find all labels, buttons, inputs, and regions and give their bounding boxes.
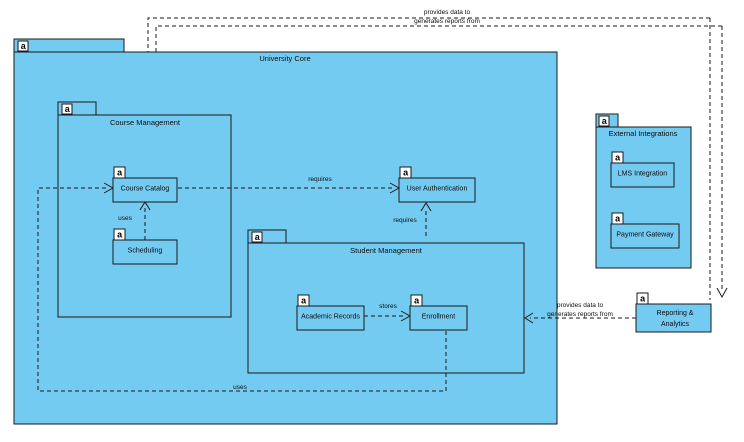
component-user-authentication[interactable]: a User Authentication xyxy=(398,166,476,203)
edge-enrollment-requires-auth: requires xyxy=(393,202,432,236)
component-marker-glyph: a xyxy=(414,296,420,306)
edge-label-provides-data-to: provides data to xyxy=(557,302,604,309)
edge-label-provides-data-to: provides data to xyxy=(424,9,471,16)
component-body-lms-integration xyxy=(610,162,675,188)
package-marker-icon xyxy=(61,103,73,115)
component-body-user-authentication xyxy=(398,177,476,203)
component-label-reporting-analytics-line1: Reporting & xyxy=(657,310,694,317)
package-label-course-management: Course Management xyxy=(110,118,181,127)
package-marker-icon xyxy=(17,40,29,52)
edge-arrowhead-left xyxy=(524,312,534,324)
package-marker-icon xyxy=(251,231,263,243)
component-label-user-authentication: User Authentication xyxy=(407,186,468,193)
package-label-external-integrations: External Integrations xyxy=(609,129,678,138)
component-marker-glyph: a xyxy=(615,214,621,224)
component-marker-icon xyxy=(611,151,624,164)
package-label-student-management: Student Management xyxy=(350,246,423,255)
package-label-university-core: University Core xyxy=(259,54,310,63)
package-student-management[interactable]: a Student Management xyxy=(247,229,525,374)
edge-label-uses: uses xyxy=(233,384,247,391)
component-marker-icon xyxy=(410,294,423,307)
component-marker-glyph: a xyxy=(640,294,646,304)
edge-label-generates-reports-from: generates reports from xyxy=(414,18,480,25)
component-marker-glyph: a xyxy=(117,168,123,178)
component-label-scheduling: Scheduling xyxy=(128,248,163,255)
package-marker-glyph: a xyxy=(21,41,27,51)
component-label-enrollment: Enrollment xyxy=(422,314,456,321)
component-label-academic-records: Academic Records xyxy=(301,314,360,321)
component-label-payment-gateway: Payment Gateway xyxy=(616,232,674,239)
edge-arrowhead-up xyxy=(420,202,432,212)
component-marker-glyph: a xyxy=(301,296,307,306)
component-marker-icon xyxy=(113,228,126,241)
edge-reporting-provides-data: provides data to generates reports from xyxy=(524,302,636,324)
component-scheduling[interactable]: a Scheduling xyxy=(112,228,178,265)
component-marker-glyph: a xyxy=(403,168,409,178)
component-body-scheduling xyxy=(112,239,178,265)
package-body-student-management xyxy=(247,242,525,374)
edge-label-requires: requires xyxy=(308,176,332,183)
component-body-course-catalog xyxy=(112,177,178,203)
component-label-course-catalog: Course Catalog xyxy=(121,186,170,193)
component-marker-icon xyxy=(611,212,624,225)
edge-right-vertical-routes xyxy=(709,18,728,300)
edge-label-uses: uses xyxy=(118,215,132,222)
component-marker-glyph: a xyxy=(615,153,621,163)
component-payment-gateway[interactable]: a Payment Gateway xyxy=(610,212,680,249)
package-tab-university-core xyxy=(13,38,125,53)
component-body-payment-gateway xyxy=(610,223,680,249)
component-body-reporting-analytics xyxy=(635,303,712,333)
component-marker-icon xyxy=(297,294,310,307)
component-label-reporting-analytics-line2: Analytics xyxy=(661,321,690,328)
component-lms-integration[interactable]: a LMS Integration xyxy=(610,151,675,188)
edge-path xyxy=(37,187,447,392)
component-body-academic-records xyxy=(296,305,365,331)
component-label-lms-integration: LMS Integration xyxy=(618,171,668,178)
package-marker-icon xyxy=(598,115,610,127)
component-body-enrollment xyxy=(409,305,468,331)
component-reporting-analytics[interactable]: a Reporting & Analytics xyxy=(635,292,712,333)
component-marker-icon xyxy=(399,166,412,179)
component-marker-icon xyxy=(113,166,126,179)
edge-label-generates-reports-from: generates reports from xyxy=(547,311,613,318)
package-marker-glyph: a xyxy=(65,104,71,114)
package-marker-glyph: a xyxy=(602,116,608,126)
component-academic-records[interactable]: a Academic Records xyxy=(296,294,365,331)
edge-label-stores: stores xyxy=(379,303,397,310)
component-marker-glyph: a xyxy=(117,230,123,240)
edge-arrowhead-down-right xyxy=(716,287,728,299)
component-marker-icon xyxy=(636,292,649,305)
package-marker-glyph: a xyxy=(255,232,261,242)
component-enrollment[interactable]: a Enrollment xyxy=(409,294,468,331)
component-course-catalog[interactable]: a Course Catalog xyxy=(112,166,178,203)
edge-label-requires: requires xyxy=(393,217,417,224)
